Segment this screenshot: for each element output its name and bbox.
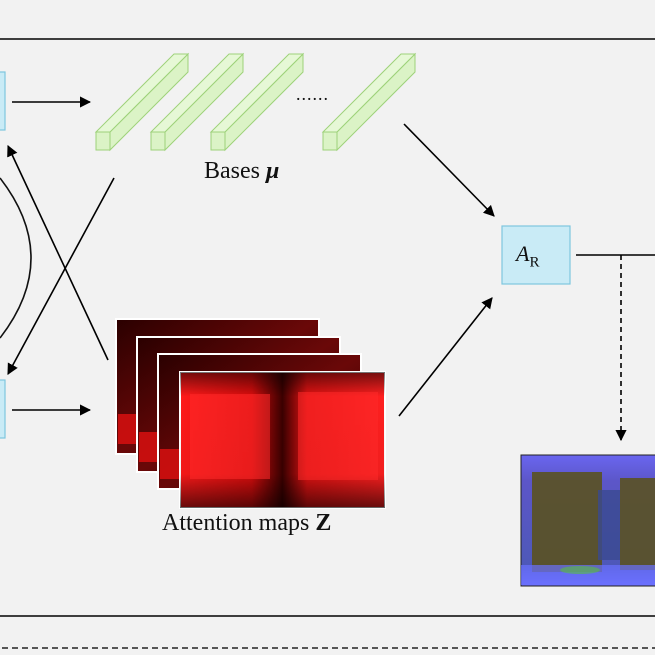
arrow-bases-to-ar <box>403 123 495 217</box>
basis-prism-4 <box>321 52 417 152</box>
ar-label: AR <box>516 241 539 271</box>
basis-prism-3 <box>209 52 305 152</box>
attention-map-highlight <box>118 414 138 444</box>
attention-caption-text: Attention maps <box>162 510 310 536</box>
output-image <box>520 454 655 587</box>
basis-front-face <box>210 131 226 151</box>
basis-front-face <box>95 131 111 151</box>
attention-blob-left <box>190 394 270 479</box>
attention-symbol: Z <box>315 510 332 536</box>
ar-box <box>501 225 571 285</box>
attention-caption: Attention maps Z <box>162 510 331 537</box>
left-input-box-top <box>0 71 6 131</box>
basis-front-face <box>322 131 338 151</box>
basis-prism-1 <box>94 52 190 152</box>
attention-map-highlight <box>160 449 180 479</box>
attention-blob-right <box>298 392 378 480</box>
left-cycle-arc <box>0 177 32 339</box>
left-input-box-bottom <box>0 379 6 439</box>
basis-prism-2 <box>149 52 245 152</box>
bases-group <box>94 52 417 152</box>
attention-map-highlight <box>139 432 159 462</box>
attention-maps-group <box>115 318 386 509</box>
arrow-attention-to-ar <box>398 297 493 417</box>
cross-arrow-bases-down <box>7 177 115 375</box>
cross-arrow-attention-up <box>7 144 109 361</box>
ar-subscript: R <box>529 254 540 271</box>
bases-symbol: μ <box>266 158 280 184</box>
ar-main-symbol: A <box>516 241 530 266</box>
bases-caption-text: Bases <box>204 158 260 184</box>
attention-map-4 <box>179 371 386 509</box>
bases-caption: Bases μ <box>204 158 279 185</box>
ellipsis-label: ...... <box>296 84 329 104</box>
basis-front-face <box>150 131 166 151</box>
